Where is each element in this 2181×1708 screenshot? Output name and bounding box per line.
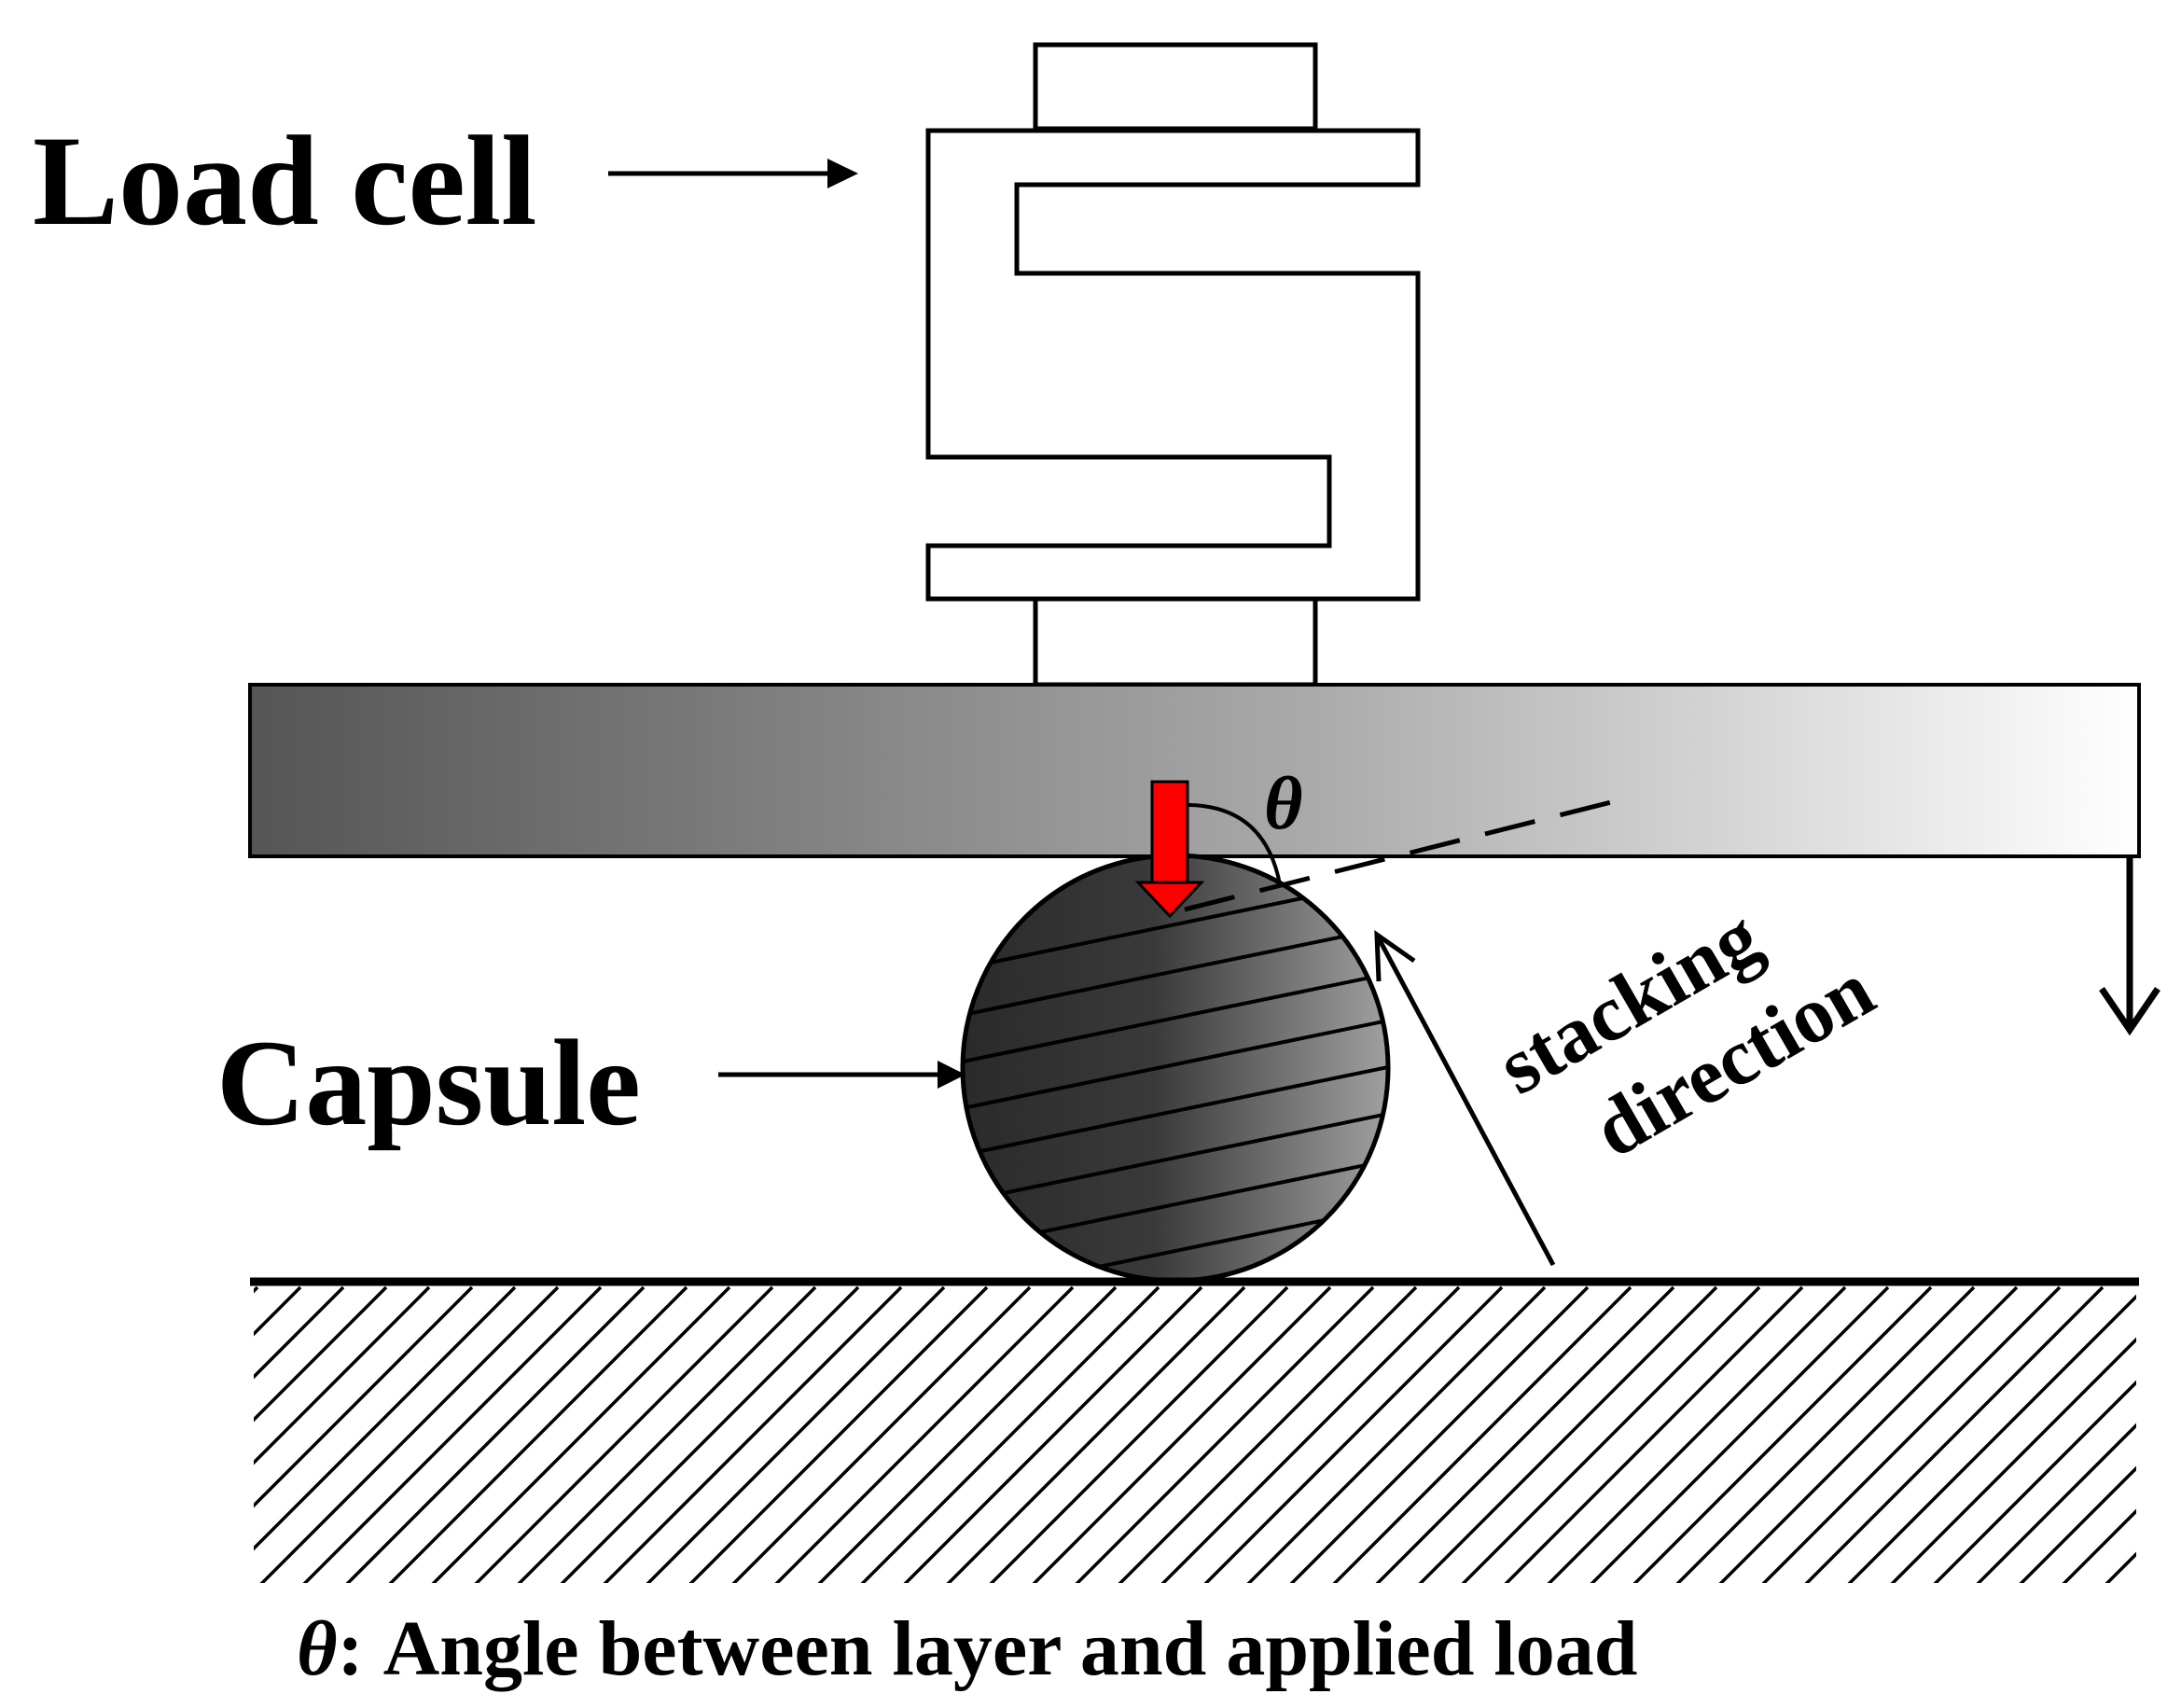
hatch-line [1890,1337,2136,1583]
capsule-pointer-arrow [718,1061,965,1089]
applied-load-arrow [1134,780,1205,919]
hatch-line [946,1285,1246,1583]
hatch-line [254,1285,431,1465]
hatch-line [1075,1285,1375,1583]
caption-theta-symbol: θ [297,1605,338,1692]
load-cell [925,42,1421,687]
load-cell-bottom-block [1033,596,1318,687]
hatch-line [989,1285,1289,1583]
hatch-line [1504,1285,1804,1583]
hatch-line [254,1285,345,1380]
capsule-label: Capsule [216,1014,641,1151]
caption-text: : Angle between layer and applied load [338,1605,1638,1692]
hatch-line [259,1285,560,1583]
hatch-line [603,1285,903,1583]
hatch-line [1847,1294,2136,1583]
load-cell-label: Load cell [33,109,536,252]
hatch-line [254,1285,474,1508]
hatch-line [1804,1285,2105,1583]
hatch-line [1933,1380,2136,1583]
hatch-line [0,1287,129,1595]
hatch-line [1632,1285,1933,1583]
hatch-line [1718,1285,2019,1583]
hatch-line [817,1285,1118,1583]
capsule [960,853,1391,1284]
capsule-body [960,853,1391,1284]
hatch-line [254,1285,388,1423]
hatch-line [1289,1285,1590,1583]
stacking-direction-label: stacking direction [1483,891,1889,1174]
hatch-line [1461,1285,1761,1583]
hatch-line [774,1285,1075,1583]
hatch-line [646,1285,946,1583]
ground-hatching [0,1285,2181,1595]
ground [0,1277,2181,1595]
hatch-line [1375,1285,1675,1583]
hatch-line [2105,1551,2136,1583]
hatch-line [1160,1285,1461,1583]
load-cell-pointer-arrow [608,159,858,188]
hatch-line [1246,1285,1547,1583]
hatch-line [1547,1285,1847,1583]
stacking-direction-arrow [1374,930,1556,1267]
hatch-line [1675,1285,1976,1583]
hatch-line [474,1285,774,1583]
hatch-line [431,1285,731,1583]
hatch-line [2062,1508,2136,1583]
theta-angle-arc [1179,802,1282,885]
hatch-line [731,1285,1032,1583]
hatch-line [1118,1285,1418,1583]
hatch-line [1761,1285,2062,1583]
hatch-line [0,1287,172,1595]
loading-plate [248,683,2141,858]
hatch-line [2138,1287,2181,1595]
hatch-line [254,1285,517,1551]
hatch-line [0,1287,43,1595]
hatch-line [860,1285,1160,1583]
hatch-line [0,1287,215,1595]
plate-motion-arrow [2099,856,2160,1036]
load-cell-top-block [1033,42,1318,132]
hatch-line [1418,1285,1718,1583]
hatch-line [302,1285,603,1583]
hatch-line [345,1285,646,1583]
hatch-line [517,1285,817,1583]
hatch-line [903,1285,1203,1583]
hatch-line [1332,1285,1632,1583]
hatch-line [388,1285,688,1583]
load-cell-body [925,128,1421,602]
hatch-line [2019,1465,2136,1583]
hatch-line [560,1285,860,1583]
hatch-line [1976,1423,2136,1583]
hatch-line [688,1285,989,1583]
theta-label: θ [1264,763,1303,845]
hatch-line [1032,1285,1332,1583]
hatch-line [254,1285,259,1294]
hatch-line [1203,1285,1504,1583]
hatch-line [0,1287,86,1595]
caption: θ: Angle between layer and applied load [297,1605,1637,1692]
hatch-line [1590,1285,1890,1583]
